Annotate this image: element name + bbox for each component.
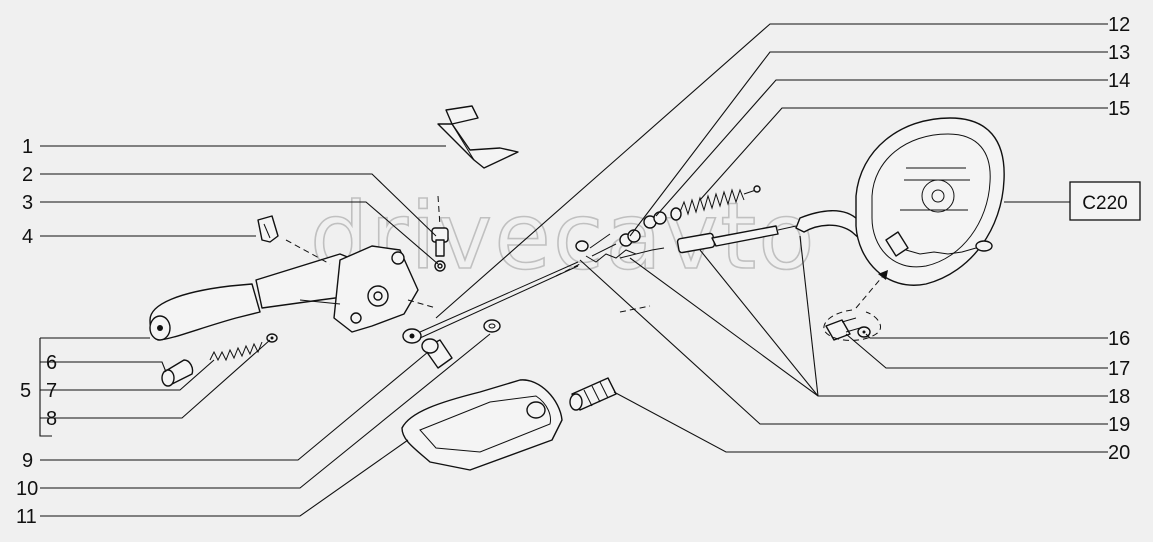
- callout-6: 6: [46, 352, 57, 374]
- part-7-spring: [209, 341, 263, 362]
- brake-backing-plate: [855, 117, 1005, 286]
- part-5-lever-assembly: [149, 245, 419, 341]
- callout-18: 18: [1108, 386, 1130, 408]
- reference-label: C220: [1082, 193, 1127, 214]
- callout-1: 1: [22, 136, 33, 158]
- callout-19: 19: [1108, 414, 1130, 436]
- callout-numbers: 1 2 3 4 5 6 7 8 9 10 11 12 13 14 15 16 1…: [16, 14, 1130, 528]
- callout-15: 15: [1108, 98, 1130, 120]
- callout-12: 12: [1108, 14, 1130, 36]
- reference-box: C220: [1069, 181, 1141, 221]
- equalizer-rod: [402, 261, 579, 344]
- part-9-pin: [421, 338, 453, 369]
- leader-lines: [39, 23, 1108, 517]
- callout-20: 20: [1108, 442, 1130, 464]
- callout-14: 14: [1108, 70, 1130, 92]
- callout-7: 7: [46, 380, 57, 402]
- callout-2: 2: [22, 164, 33, 186]
- callout-11: 11: [16, 506, 37, 528]
- part-16-bolt: [825, 317, 861, 341]
- callout-9: 9: [22, 450, 33, 472]
- callout-8: 8: [46, 408, 57, 430]
- callout-3: 3: [22, 192, 33, 214]
- part-10-nut: [483, 319, 501, 333]
- part-2-bolt: [431, 227, 449, 272]
- part-11-tunnel-cover: [401, 379, 563, 471]
- callout-13: 13: [1108, 42, 1130, 64]
- part-6-release-button: [161, 359, 194, 387]
- part-13-nut: [619, 229, 641, 247]
- part-20-bellows: [569, 377, 617, 411]
- callout-17: 17: [1108, 358, 1130, 380]
- part-4-clip: [257, 215, 279, 243]
- callout-10: 10: [16, 478, 38, 500]
- callout-4: 4: [22, 226, 33, 248]
- part-12-adjuster: [575, 233, 637, 263]
- part-15-return-spring: [670, 185, 761, 221]
- callout-16: 16: [1108, 328, 1130, 350]
- callout-5: 5: [20, 380, 31, 402]
- assembly-guide-lines: [285, 195, 889, 341]
- part-1-cover-clip: [437, 105, 519, 169]
